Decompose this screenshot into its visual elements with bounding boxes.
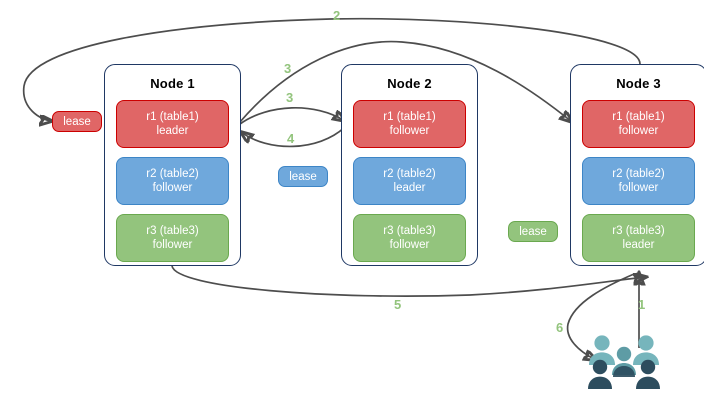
users-group-icon: [588, 335, 660, 389]
replica-r1[interactable]: r1 (table1) follower: [582, 100, 695, 148]
replica-name: r2 (table2): [146, 168, 199, 180]
edge-4-node2-to-node1: [241, 126, 346, 148]
replica-role: follower: [389, 239, 430, 251]
replica-role: follower: [389, 125, 430, 137]
replica-role: follower: [152, 239, 193, 251]
replica-role: follower: [618, 182, 659, 194]
replica-r3[interactable]: r3 (table3) leader: [582, 214, 695, 262]
step-label-4: 4: [287, 131, 295, 146]
node-card-node-1[interactable]: Node 1 r1 (table1) leader r2 (table2) fo…: [104, 64, 241, 266]
edge-6-node3-to-users: [566, 273, 635, 360]
replica-r1[interactable]: r1 (table1) follower: [353, 100, 466, 148]
replica-name: r2 (table2): [383, 168, 436, 180]
node-card-node-3[interactable]: Node 3 r1 (table1) follower r2 (table2) …: [570, 64, 704, 266]
step-label-1: 1: [638, 297, 646, 312]
step-label-2: 2: [333, 8, 341, 23]
node-title: Node 1: [150, 76, 195, 91]
lease-chip-r2[interactable]: lease: [278, 166, 328, 187]
replica-r2[interactable]: r2 (table2) leader: [353, 157, 466, 205]
replica-name: r1 (table1): [146, 111, 199, 123]
replica-name: r3 (table3): [612, 225, 665, 237]
replica-list: r1 (table1) follower r2 (table2) followe…: [571, 100, 704, 273]
replica-r3[interactable]: r3 (table3) follower: [116, 214, 229, 262]
users-front-row: [588, 359, 660, 389]
step-label-6: 6: [556, 320, 564, 335]
edge-5-node1-to-users: [171, 265, 646, 297]
replica-list: r1 (table1) leader r2 (table2) follower …: [105, 100, 240, 273]
replica-list: r1 (table1) follower r2 (table2) leader …: [342, 100, 477, 273]
edge-2-node3-to-lease-r1: [22, 17, 641, 121]
replica-r1[interactable]: r1 (table1) leader: [116, 100, 229, 148]
replica-name: r1 (table1): [383, 111, 436, 123]
step-label-3b: 3: [286, 90, 294, 105]
node-title: Node 3: [616, 76, 661, 91]
step-label-5: 5: [394, 297, 402, 312]
replica-r2[interactable]: r2 (table2) follower: [116, 157, 229, 205]
node-card-node-2[interactable]: Node 2 r1 (table1) follower r2 (table2) …: [341, 64, 478, 266]
edge-3-node1-to-node2: [239, 106, 345, 125]
replica-r3[interactable]: r3 (table3) follower: [353, 214, 466, 262]
replica-r2[interactable]: r2 (table2) follower: [582, 157, 695, 205]
lease-chip-r3[interactable]: lease: [508, 221, 558, 242]
step-label-3a: 3: [284, 61, 292, 76]
replica-name: r1 (table1): [612, 111, 665, 123]
replica-role: leader: [622, 239, 655, 251]
replica-name: r2 (table2): [612, 168, 665, 180]
node-title: Node 2: [387, 76, 432, 91]
replica-role: leader: [393, 182, 426, 194]
replica-role: follower: [618, 125, 659, 137]
replica-role: leader: [156, 125, 189, 137]
lease-chip-r1[interactable]: lease: [52, 111, 102, 132]
replica-name: r3 (table3): [383, 225, 436, 237]
replica-role: follower: [152, 182, 193, 194]
replica-name: r3 (table3): [146, 225, 199, 237]
edge-3-node1-to-node3: [239, 40, 572, 122]
